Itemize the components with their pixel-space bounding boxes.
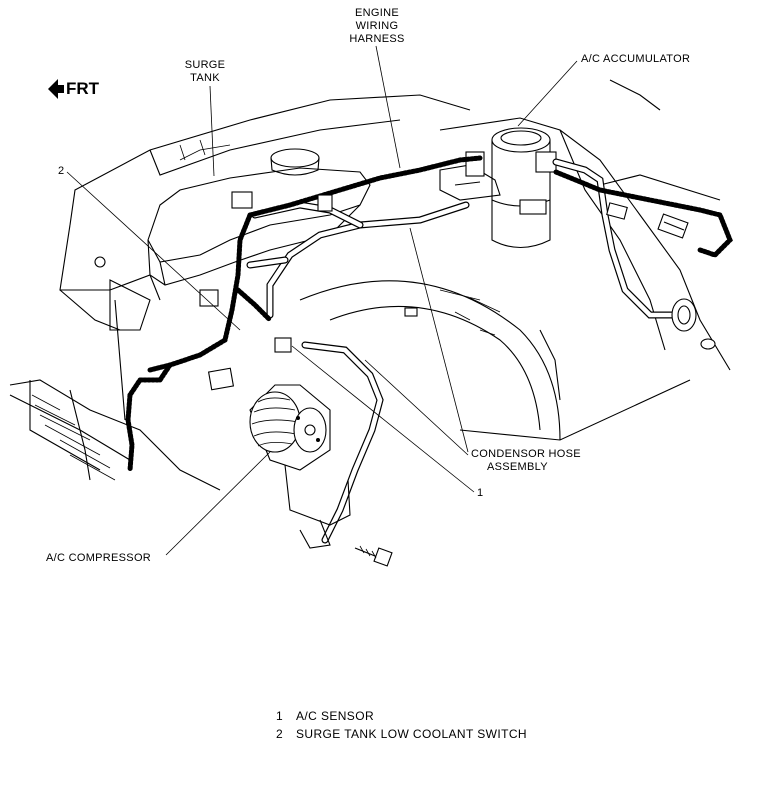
engine-wiring-harness-label-line2: WIRING (356, 20, 399, 32)
wiring-harness (125, 155, 733, 473)
legend-num-1: 1 (276, 709, 283, 723)
frt-label: FRT (66, 79, 100, 98)
legend-text-1: A/C SENSOR (296, 709, 374, 723)
leader-lines (66, 45, 578, 556)
body-structure (9, 79, 731, 491)
ref-2-label: 2 (58, 165, 64, 177)
connectors (199, 191, 689, 391)
condensor-hose-label-line2: ASSEMBLY (487, 461, 548, 473)
legend-text-2: SURGE TANK LOW COOLANT SWITCH (296, 727, 527, 741)
ac-accumulator-canister (439, 127, 557, 249)
ac-compressor-label: A/C COMPRESSOR (46, 552, 151, 564)
refrigerant-hoses (246, 158, 684, 544)
engine-wiring-harness-label-line1: ENGINE (355, 7, 399, 19)
surge-tank-label-line2: TANK (190, 72, 220, 84)
legend: 1 A/C SENSOR 2 SURGE TANK LOW COOLANT SW… (276, 709, 527, 741)
engine-wiring-harness-label-line3: HARNESS (349, 33, 404, 45)
condenser-fitting (671, 298, 716, 350)
legend-num-2: 2 (276, 727, 283, 741)
ref-1-label: 1 (477, 487, 483, 499)
radiator-hatch (29, 380, 116, 481)
ac-compressor-body (249, 384, 393, 567)
surge-tank-label-line1: SURGE (185, 59, 226, 71)
condensor-hose-label-line1: CONDENSOR HOSE (471, 448, 581, 460)
ac-accumulator-label: A/C ACCUMULATOR (581, 53, 690, 65)
front-orientation-marker: FRT (48, 79, 100, 99)
arrow-left-icon (48, 79, 64, 99)
